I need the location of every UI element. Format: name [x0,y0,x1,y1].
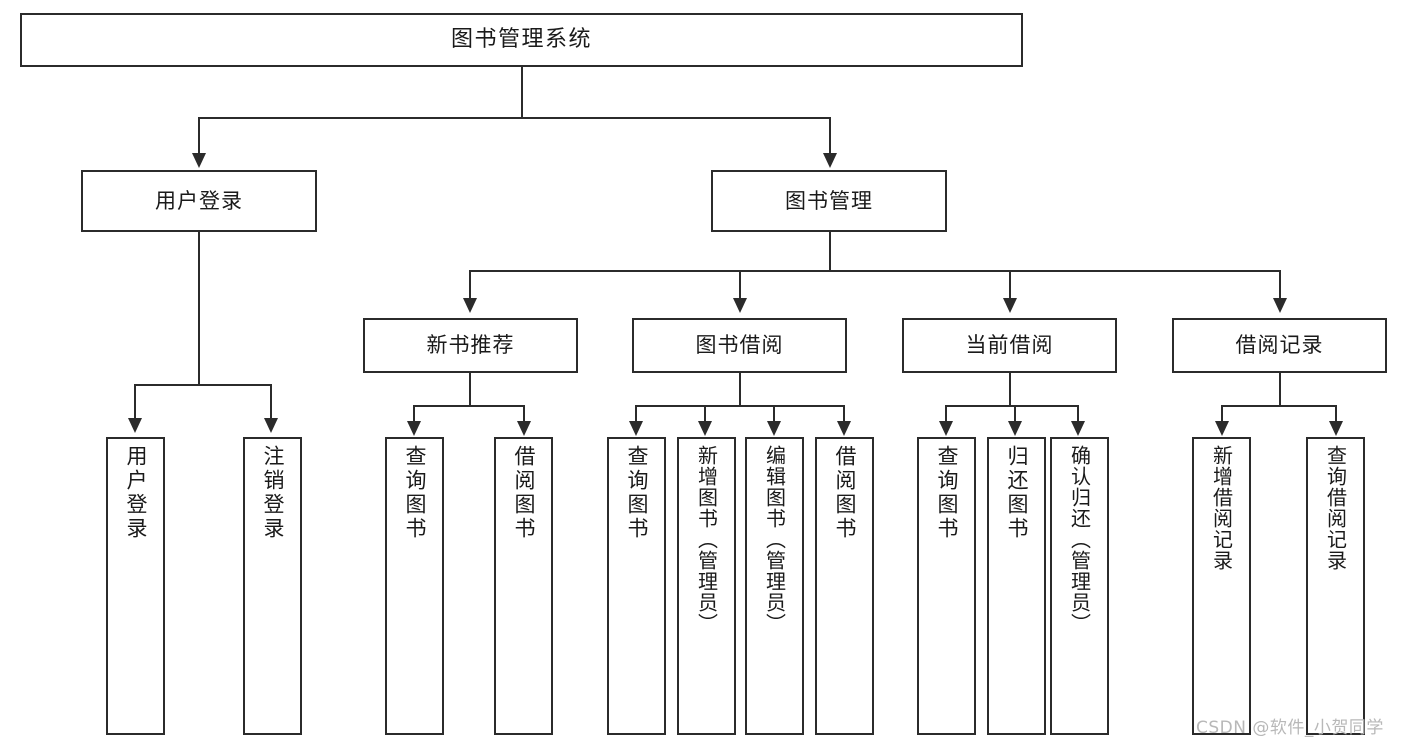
arrow-borrow-record [1273,298,1287,313]
node-label: 当前借阅 [965,333,1054,358]
node-label: 编辑图书（管理员） [762,445,787,634]
arrow-leaf-nbr-1 [407,421,421,436]
arrow-leaf-br-2 [1329,421,1343,436]
leaf-current-borrow-query-book[interactable]: 查询图书 [917,437,976,735]
node-label: 用户登录 [124,445,148,541]
edge-current-borrow-bus [945,405,1079,407]
edge-level1-bus [198,117,831,119]
arrow-leaf-bb-4 [837,421,851,436]
arrow-leaf-br-1 [1215,421,1229,436]
node-label: 借阅图书 [833,445,857,541]
node-label: 归还图书 [1005,445,1029,541]
node-label: 图书管理 [785,188,873,213]
leaf-book-borrow-query-book[interactable]: 查询图书 [607,437,666,735]
leaf-new-book-borrow-book[interactable]: 借阅图书 [494,437,553,735]
node-user-login[interactable]: 用户登录 [81,170,317,232]
leaf-book-borrow-edit-book-admin[interactable]: 编辑图书（管理员） [745,437,804,735]
edge-drop-new-book-recommend [469,270,471,300]
edge-drop-leaf-cb-3 [1077,405,1079,423]
edge-drop-book-borrow [739,270,741,300]
arrow-leaf-user-login-2 [264,418,278,433]
edge-drop-leaf-bb-4 [843,405,845,423]
edge-root-stem [521,67,523,117]
edge-current-borrow-stem [1009,373,1011,405]
leaf-borrow-record-add-record[interactable]: 新增借阅记录 [1192,437,1251,735]
edge-user-login-bus [134,384,272,386]
edge-drop-leaf-user-login-1 [134,384,136,420]
node-label: 新增借阅记录 [1209,445,1234,571]
edge-borrow-record-bus [1221,405,1337,407]
leaf-current-borrow-confirm-return-admin[interactable]: 确认归还（管理员） [1050,437,1109,735]
edge-drop-book-management [829,117,831,155]
edge-book-borrow-bus [635,405,845,407]
edge-drop-leaf-user-login-2 [270,384,272,420]
edge-drop-leaf-cb-2 [1014,405,1016,423]
edge-drop-leaf-nbr-2 [523,405,525,423]
edge-drop-leaf-nbr-1 [413,405,415,423]
node-label: 图书借阅 [695,333,784,358]
edge-new-book-recommend-stem [469,373,471,405]
edge-borrow-record-stem [1279,373,1281,405]
arrow-leaf-bb-3 [767,421,781,436]
leaf-new-book-query-book[interactable]: 查询图书 [385,437,444,735]
edge-book-borrow-stem [739,373,741,405]
node-label: 查询图书 [403,445,427,541]
node-label: 查询图书 [935,445,959,541]
arrow-book-borrow [733,298,747,313]
arrow-leaf-bb-2 [698,421,712,436]
leaf-borrow-record-query-record[interactable]: 查询借阅记录 [1306,437,1365,735]
node-new-book-recommend[interactable]: 新书推荐 [363,318,578,373]
arrow-leaf-bb-1 [629,421,643,436]
node-book-management[interactable]: 图书管理 [711,170,947,232]
arrow-leaf-cb-2 [1008,421,1022,436]
node-label: 查询借阅记录 [1323,445,1348,571]
edge-drop-current-borrow [1009,270,1011,300]
node-borrow-record[interactable]: 借阅记录 [1172,318,1387,373]
edge-user-login-stem [198,232,200,384]
node-label: 借阅图书 [512,445,536,541]
edge-level3-bus [469,270,1281,272]
edge-book-management-stem [829,232,831,270]
edge-drop-user-login [198,117,200,155]
node-label: 注销登录 [261,445,285,541]
edge-drop-leaf-cb-1 [945,405,947,423]
arrow-current-borrow [1003,298,1017,313]
node-label: 新增图书（管理员） [694,445,719,634]
node-book-borrow[interactable]: 图书借阅 [632,318,847,373]
leaf-user-login-login[interactable]: 用户登录 [106,437,165,735]
arrow-new-book-recommend [463,298,477,313]
node-label: 图书管理系统 [450,27,592,53]
edge-new-book-recommend-bus [413,405,525,407]
arrow-leaf-cb-1 [939,421,953,436]
node-label: 新书推荐 [426,333,515,358]
node-root-book-management-system[interactable]: 图书管理系统 [20,13,1023,67]
node-label: 借阅记录 [1235,333,1324,358]
node-current-borrow[interactable]: 当前借阅 [902,318,1117,373]
edge-drop-leaf-bb-2 [704,405,706,423]
edge-drop-leaf-br-1 [1221,405,1223,423]
leaf-current-borrow-return-book[interactable]: 归还图书 [987,437,1046,735]
edge-drop-leaf-bb-3 [773,405,775,423]
csdn-watermark: CSDN @软件_小贺同学 [1196,718,1384,738]
edge-drop-leaf-bb-1 [635,405,637,423]
node-label: 用户登录 [155,188,243,213]
leaf-user-login-logout[interactable]: 注销登录 [243,437,302,735]
node-label: 确认归还（管理员） [1067,445,1092,634]
arrow-leaf-user-login-1 [128,418,142,433]
edge-drop-borrow-record [1279,270,1281,300]
leaf-book-borrow-add-book-admin[interactable]: 新增图书（管理员） [677,437,736,735]
arrow-book-management [823,153,837,168]
node-label: 查询图书 [625,445,649,541]
arrow-user-login [192,153,206,168]
arrow-leaf-nbr-2 [517,421,531,436]
leaf-book-borrow-borrow-book[interactable]: 借阅图书 [815,437,874,735]
arrow-leaf-cb-3 [1071,421,1085,436]
edge-drop-leaf-br-2 [1335,405,1337,423]
